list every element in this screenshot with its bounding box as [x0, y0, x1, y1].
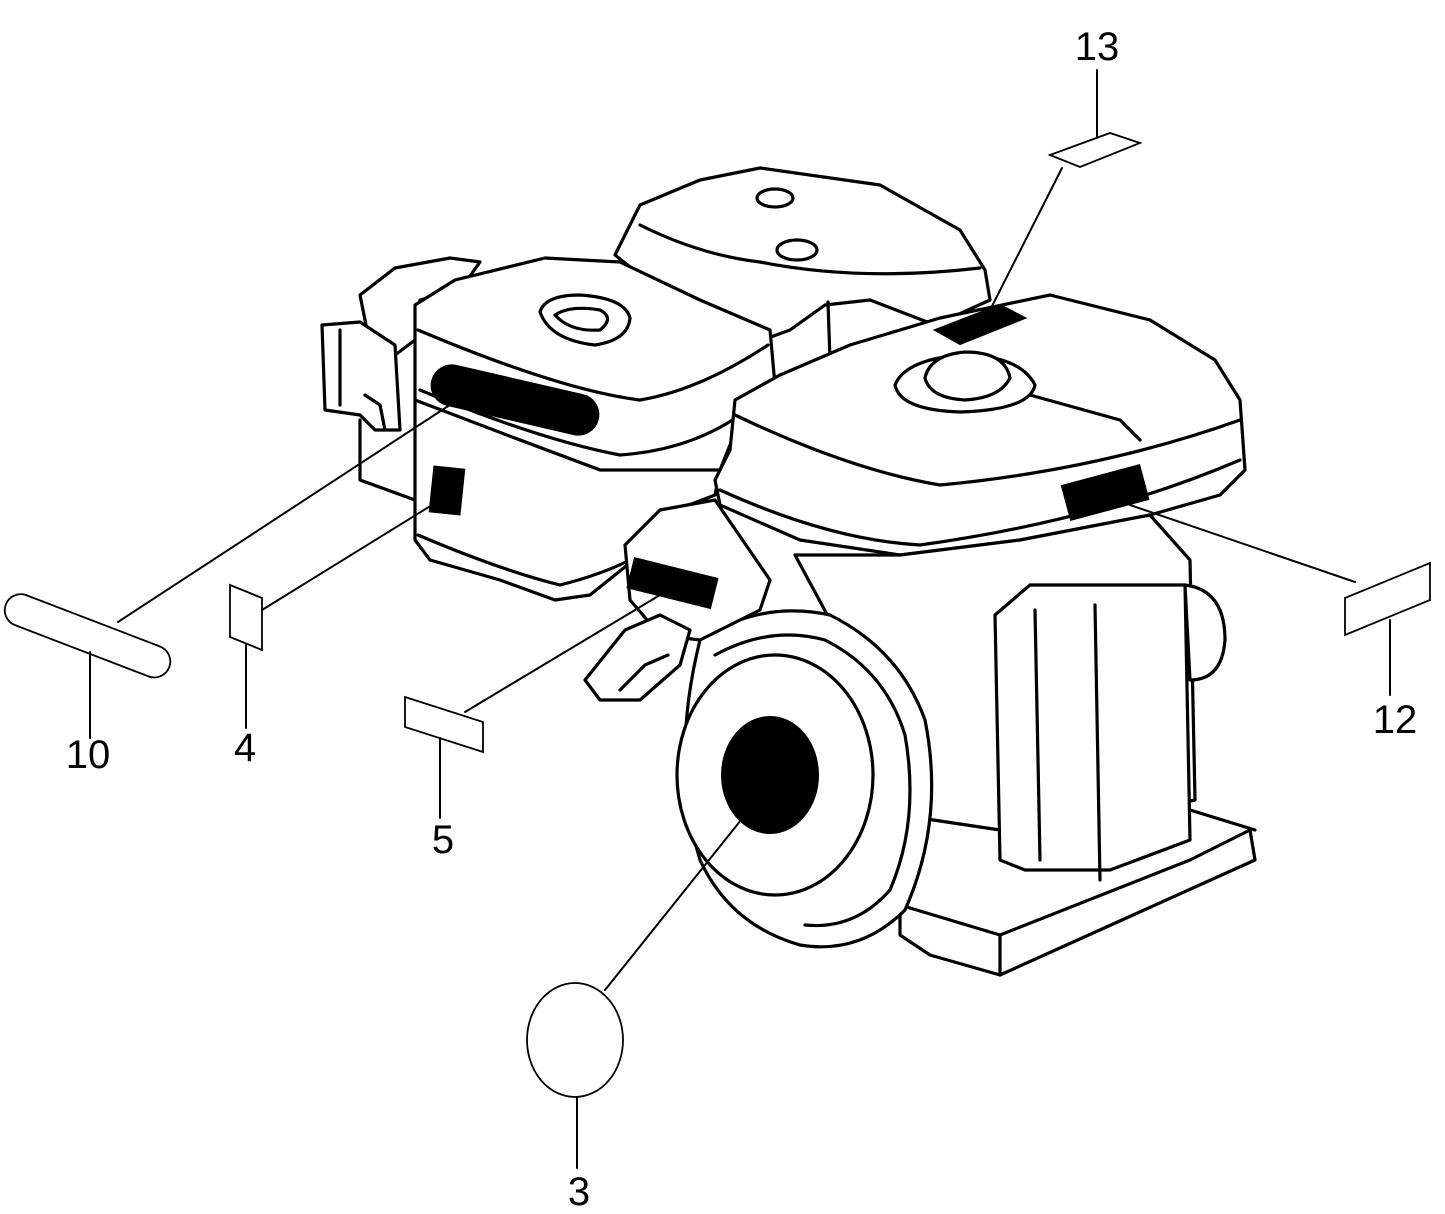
rear-cap-2: [775, 238, 819, 262]
right-boss: [1183, 583, 1227, 682]
decal-5-on-engine: [626, 557, 719, 610]
callout-10: 10: [65, 733, 111, 777]
leader-4-to-engine: [261, 504, 433, 611]
fuel-cap: [538, 293, 632, 347]
decal-10-on-engine: [430, 364, 600, 436]
callout-12: 12: [1372, 698, 1418, 742]
callout-13: 13: [1074, 25, 1120, 69]
front-left-block: [623, 498, 772, 642]
callout-5: 5: [431, 818, 455, 862]
decal-13-shape: [1047, 132, 1143, 168]
oil-cap: [923, 350, 1012, 402]
engine-decals: [428, 303, 1150, 834]
decal-3-shape: [526, 982, 624, 1098]
decal-10-shape: [3, 593, 172, 679]
leader-12-to-engine: [1129, 504, 1356, 583]
decal-4-on-engine: [428, 465, 466, 516]
callout-3: 3: [567, 1170, 591, 1214]
side-panel: [993, 583, 1192, 872]
base-plate: [898, 828, 1257, 977]
leader-13-to-engine: [984, 167, 1063, 321]
callout-4: 4: [233, 726, 257, 770]
rear-cap-1: [755, 187, 795, 209]
decal-12-on-engine: [1060, 464, 1150, 521]
starter-handle: [583, 613, 692, 702]
leader-3-to-engine: [604, 814, 746, 991]
decal-12-shape: [1344, 561, 1431, 637]
leader-10-to-engine: [117, 396, 463, 623]
decal-3-on-engine: [721, 716, 819, 834]
decal-5-shape: [404, 695, 484, 754]
decal-13-on-engine: [932, 303, 1028, 346]
engine-drawing: [320, 166, 1257, 977]
leader-5-to-engine: [464, 591, 666, 713]
leader-lines: [89, 69, 1391, 1169]
decal-4-shape: [229, 583, 263, 652]
loose-decals: [3, 132, 1431, 1098]
